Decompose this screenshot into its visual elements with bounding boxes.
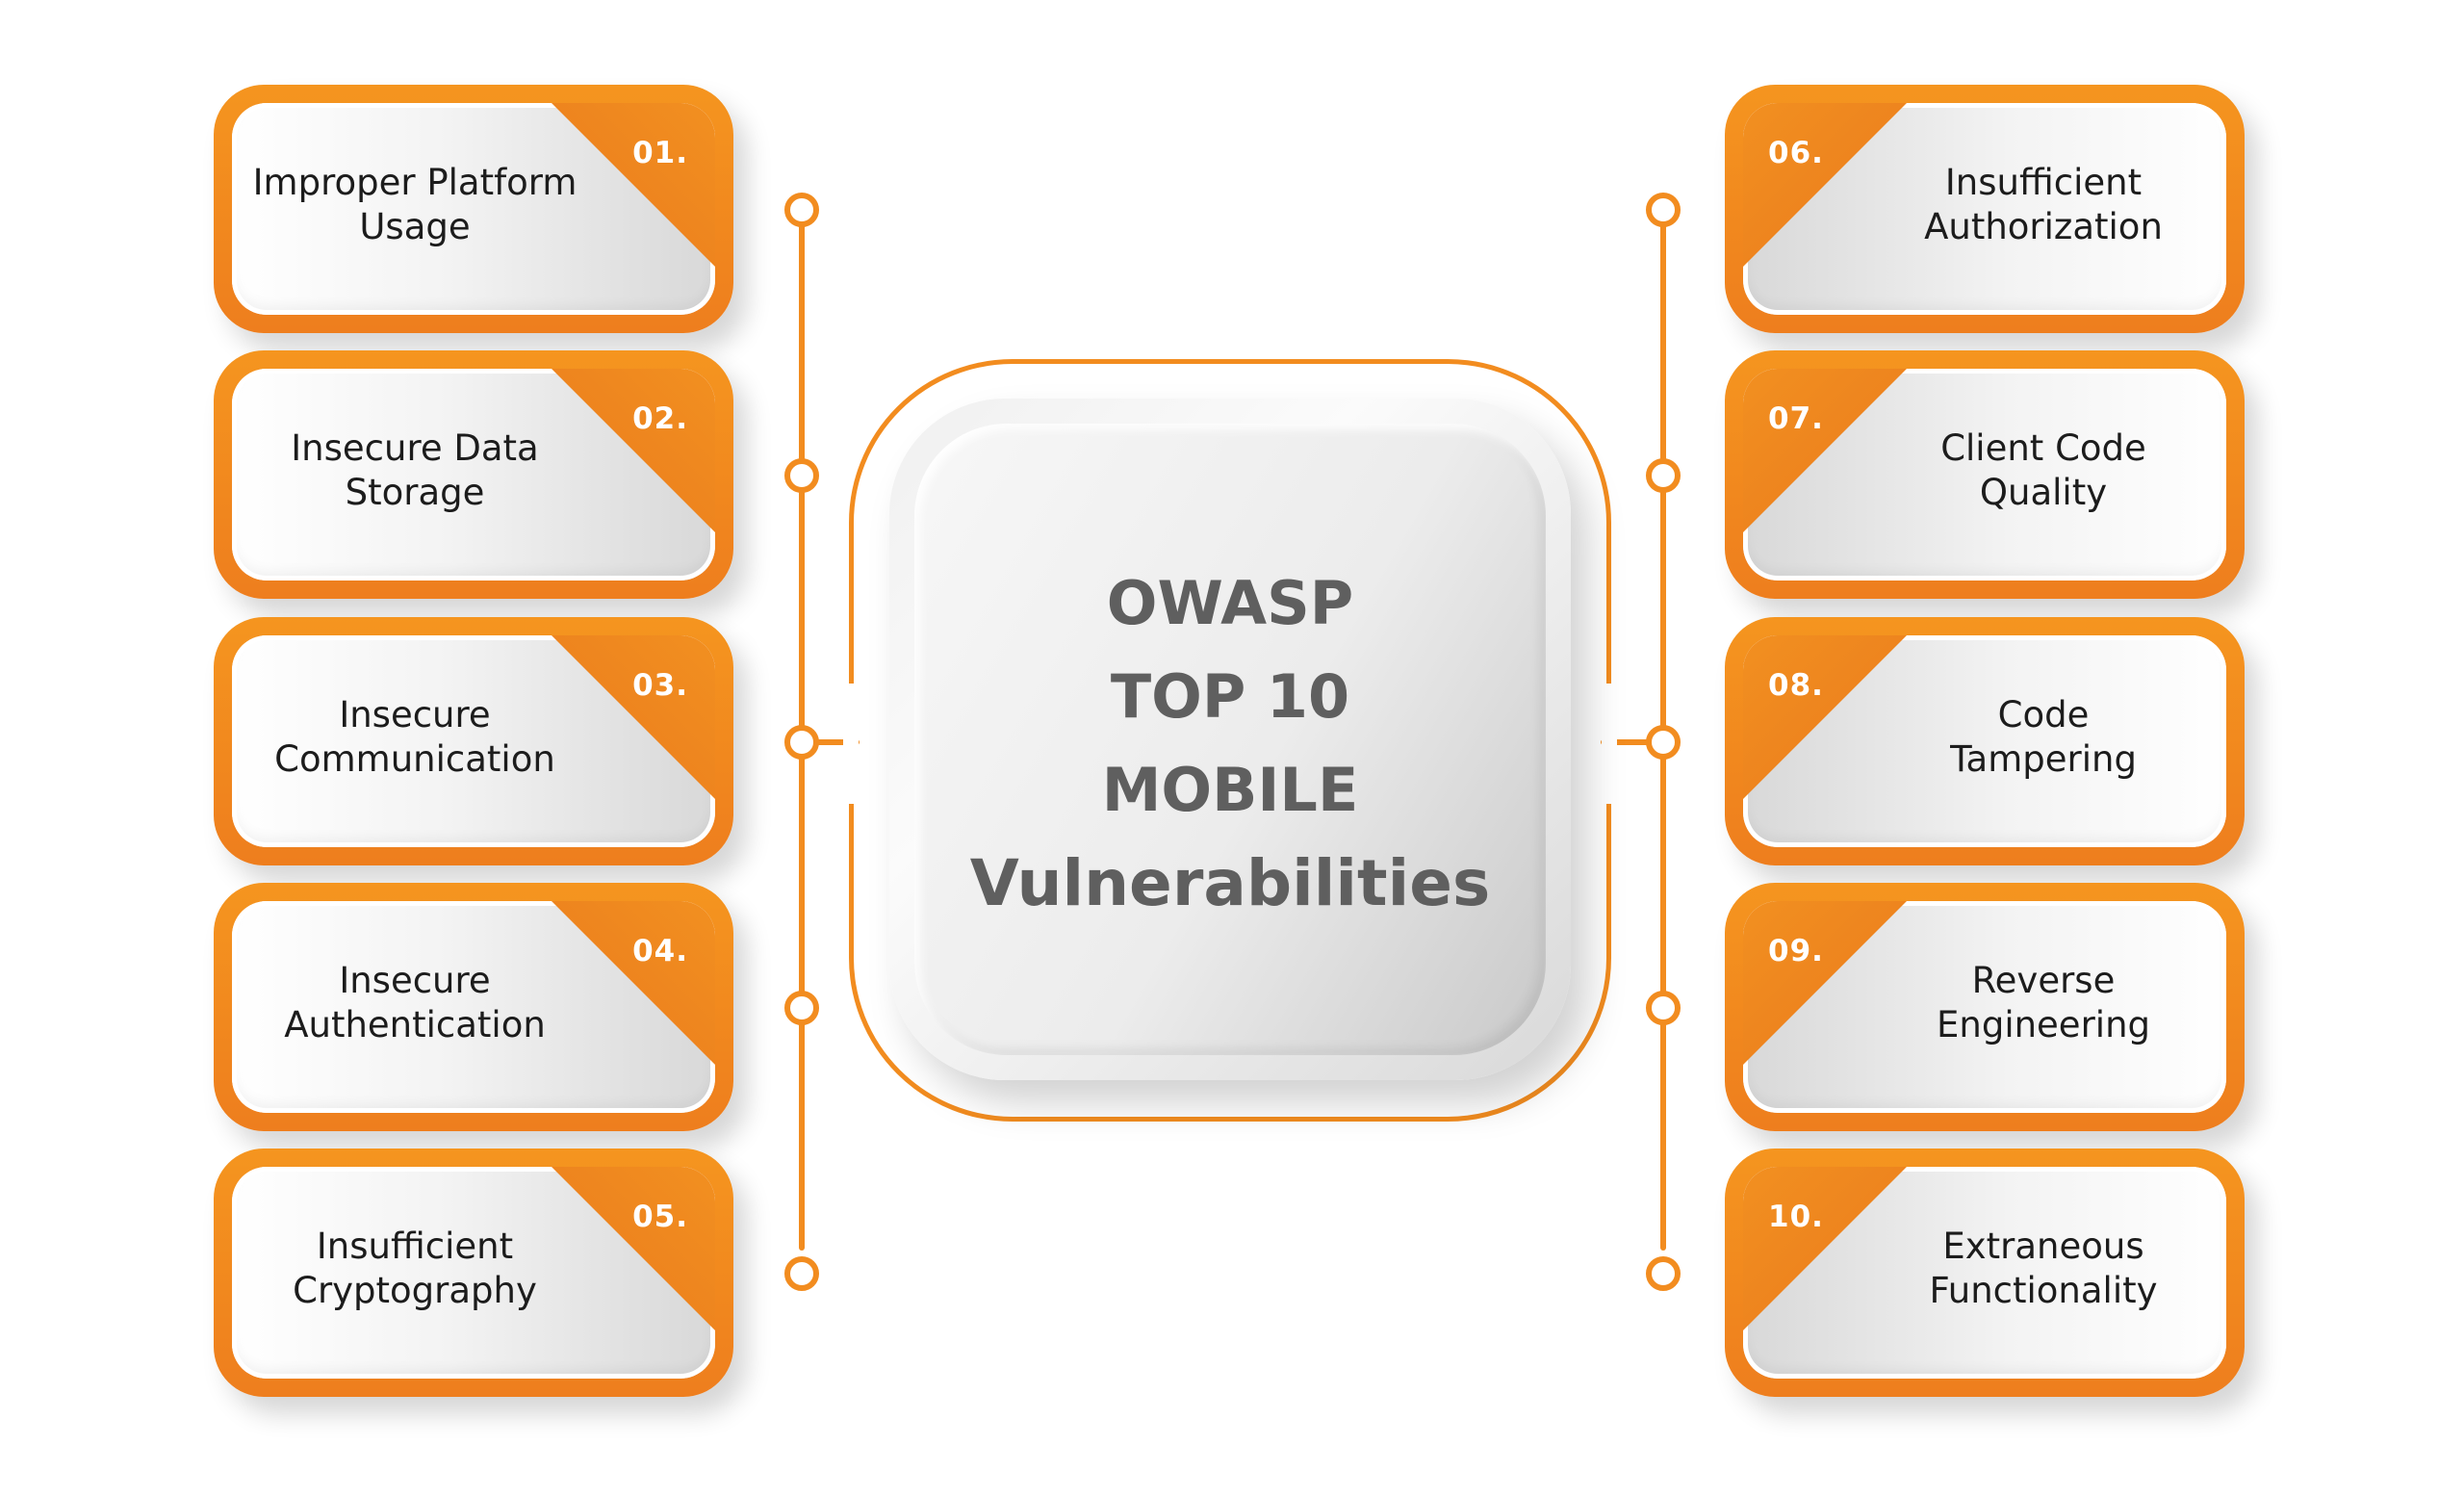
item-number: 02. (632, 401, 688, 436)
item-number: 08. (1768, 668, 1824, 703)
card-inner: 06. Insufficient Authorization (1743, 103, 2226, 315)
card-08: 08. Code Tampering (1725, 617, 2245, 865)
node-left-5 (784, 1256, 819, 1291)
card-inner: 10. Extraneous Functionality (1743, 1167, 2226, 1379)
card-02: 02. Insecure Data Storage (214, 350, 733, 599)
item-label: Client Code Quality (1940, 427, 2146, 513)
card-03: 03. Insecure Communication (214, 617, 733, 865)
node-right-3 (1646, 725, 1681, 760)
node-right-2 (1646, 458, 1681, 493)
node-right-5 (1646, 1256, 1681, 1291)
item-number: 07. (1768, 401, 1824, 436)
item-number: 09. (1768, 934, 1824, 968)
node-left-4 (784, 991, 819, 1025)
title-line-4: Vulnerabilities (969, 846, 1491, 920)
item-label: Insufficient Cryptography (293, 1226, 537, 1311)
card-inner: 04. Insecure Authentication (232, 901, 715, 1113)
item-number: 10. (1768, 1200, 1824, 1234)
node-right-4 (1646, 991, 1681, 1025)
node-left-3 (784, 725, 819, 760)
card-inner: 08. Code Tampering (1743, 635, 2226, 847)
card-inner: 07. Client Code Quality (1743, 369, 2226, 581)
card-inner: 01. Improper Platform Usage (232, 103, 715, 315)
title-line-2: TOP 10 (1110, 661, 1350, 732)
node-left-2 (784, 458, 819, 493)
item-number: 03. (632, 668, 688, 703)
item-label: Code Tampering (1950, 694, 2137, 780)
card-05: 05. Insufficient Cryptography (214, 1149, 733, 1397)
card-inner: 02. Insecure Data Storage (232, 369, 715, 581)
item-label: Reverse Engineering (1937, 960, 2150, 1045)
card-10: 10. Extraneous Functionality (1725, 1149, 2245, 1397)
ring-gap-left (843, 684, 859, 804)
card-inner: 05. Insufficient Cryptography (232, 1167, 715, 1379)
item-number: 04. (632, 934, 688, 968)
item-number: 01. (632, 136, 688, 170)
card-07: 07. Client Code Quality (1725, 350, 2245, 599)
center-box (889, 399, 1571, 1080)
node-right-1 (1646, 193, 1681, 227)
card-09: 09. Reverse Engineering (1725, 883, 2245, 1131)
title-line-3: MOBILE (1101, 755, 1359, 825)
item-number: 06. (1768, 136, 1824, 170)
item-number: 05. (632, 1200, 688, 1234)
ring-gap-right (1602, 684, 1617, 804)
item-label: Insufficient Authorization (1924, 162, 2163, 247)
item-label: Insecure Communication (274, 694, 555, 780)
card-inner: 09. Reverse Engineering (1743, 901, 2226, 1113)
item-label: Extraneous Functionality (1929, 1226, 2158, 1311)
title-line-1: OWASP (1106, 568, 1354, 638)
item-label: Insecure Authentication (284, 960, 546, 1045)
card-04: 04. Insecure Authentication (214, 883, 733, 1131)
item-label: Insecure Data Storage (291, 427, 539, 513)
node-left-1 (784, 193, 819, 227)
center-box-inner (914, 424, 1546, 1055)
card-06: 06. Insufficient Authorization (1725, 85, 2245, 333)
card-01: 01. Improper Platform Usage (214, 85, 733, 333)
item-label: Improper Platform Usage (252, 162, 578, 247)
center-title: OWASP TOP 10 MOBILE Vulnerabilities (889, 556, 1571, 930)
card-inner: 03. Insecure Communication (232, 635, 715, 847)
